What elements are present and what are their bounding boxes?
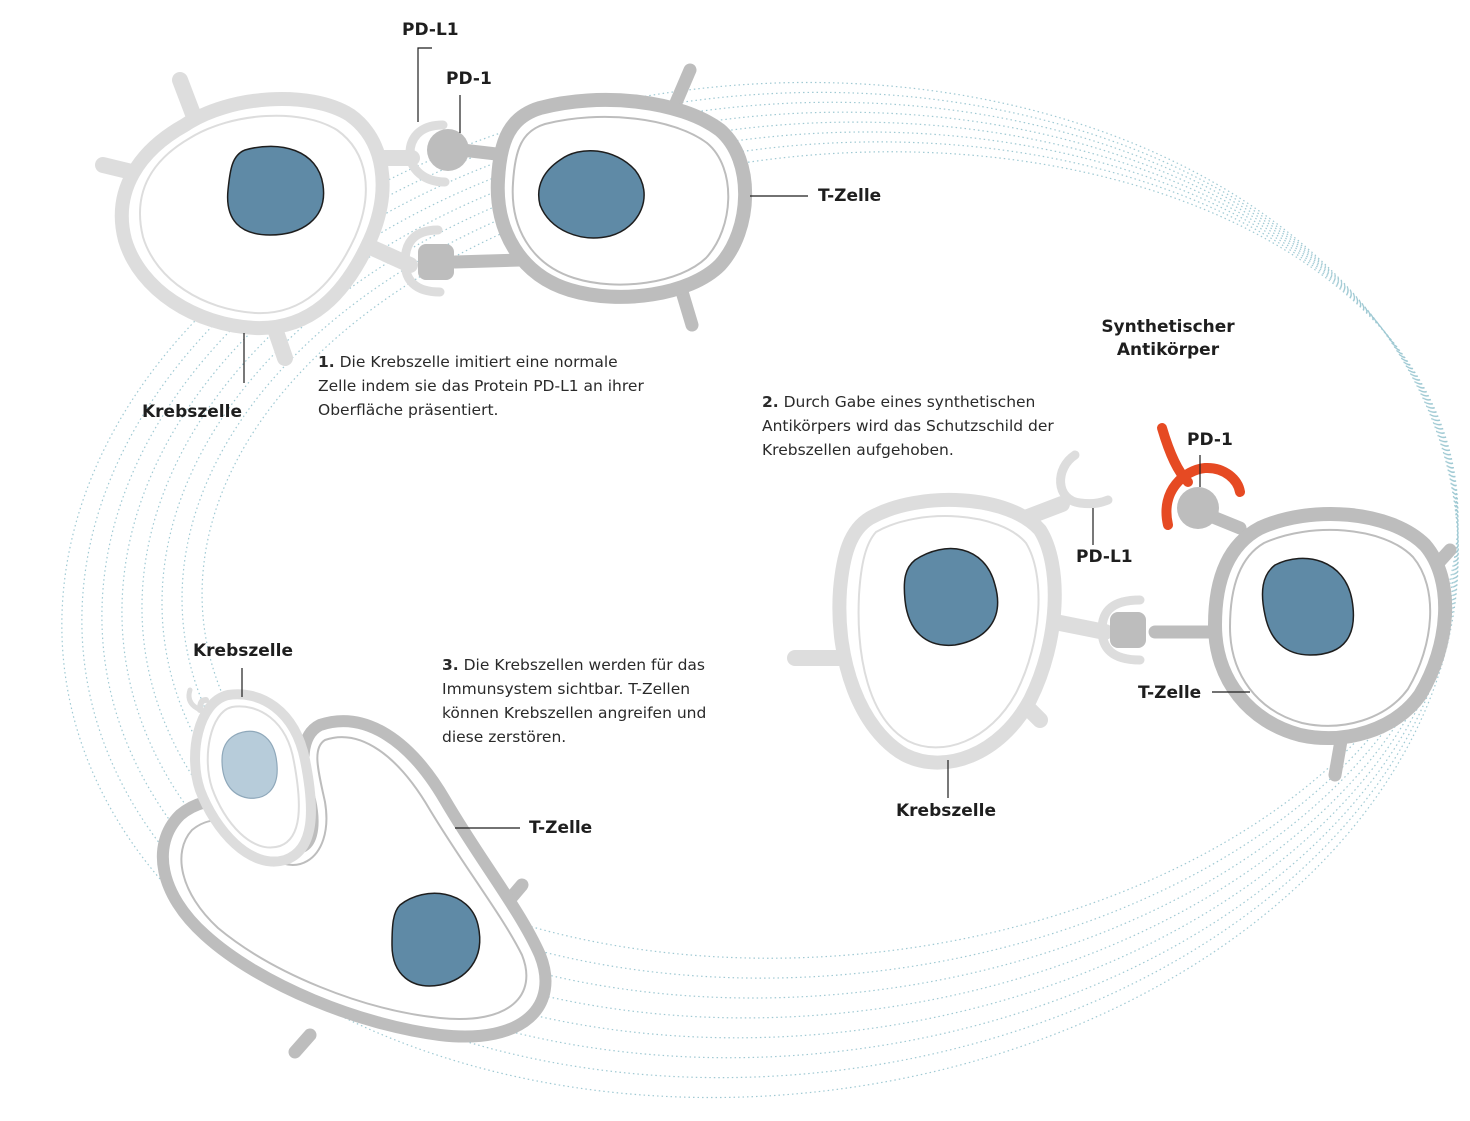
step1-t-cell: [418, 70, 745, 325]
label-pd1-right: PD-1: [1187, 430, 1233, 450]
step1-t-receptor: [418, 244, 454, 280]
step3-text: Die Krebszellen werden für das Immunsyst…: [442, 656, 706, 746]
label-tzelle-step3: T-Zelle: [529, 818, 592, 838]
step1-cancer-cell: [103, 80, 445, 358]
step2-cancer-nucleus: [904, 549, 997, 646]
step3-cancer-nucleus: [222, 731, 277, 798]
step2-pd1-receptor: [1177, 487, 1219, 529]
step1-text: Die Krebszelle imitiert eine normale Zel…: [318, 353, 644, 419]
step2-caption: 2. Durch Gabe eines synthetischen Antikö…: [762, 390, 1057, 462]
step2-number: 2.: [762, 393, 779, 411]
label-krebszelle-step3: Krebszelle: [193, 641, 293, 661]
step1-cancer-nucleus: [228, 146, 324, 235]
step1-number: 1.: [318, 353, 335, 371]
label-pdl1-right: PD-L1: [1076, 547, 1133, 567]
label-tzelle-step1: T-Zelle: [818, 186, 881, 206]
label-tzelle-step2: T-Zelle: [1138, 683, 1201, 703]
step2-t-cell: [1110, 487, 1450, 775]
step3-t-nucleus: [392, 893, 480, 986]
step2-t-nucleus: [1262, 558, 1353, 655]
step1-pd1-receptor: [427, 129, 469, 171]
label-krebszelle-step1: Krebszelle: [142, 402, 242, 422]
step1-t-nucleus: [539, 151, 644, 238]
step3-caption: 3. Die Krebszellen werden für das Immuns…: [442, 653, 712, 749]
step1-caption: 1. Die Krebszelle imitiert eine normale …: [318, 350, 648, 422]
step2-t-receptor: [1110, 612, 1146, 648]
label-krebszelle-step2: Krebszelle: [896, 801, 996, 821]
step2-pdl1-receptor: [1061, 455, 1108, 504]
step2-text: Durch Gabe eines synthetischen Antikörpe…: [762, 393, 1054, 459]
label-synthetic-antibody: Synthetischer Antikörper: [1098, 316, 1238, 362]
label-pd1-top: PD-1: [446, 69, 492, 89]
step3-number: 3.: [442, 656, 459, 674]
step2-cancer-cell: [795, 455, 1140, 763]
label-pdl1-top: PD-L1: [402, 20, 459, 40]
